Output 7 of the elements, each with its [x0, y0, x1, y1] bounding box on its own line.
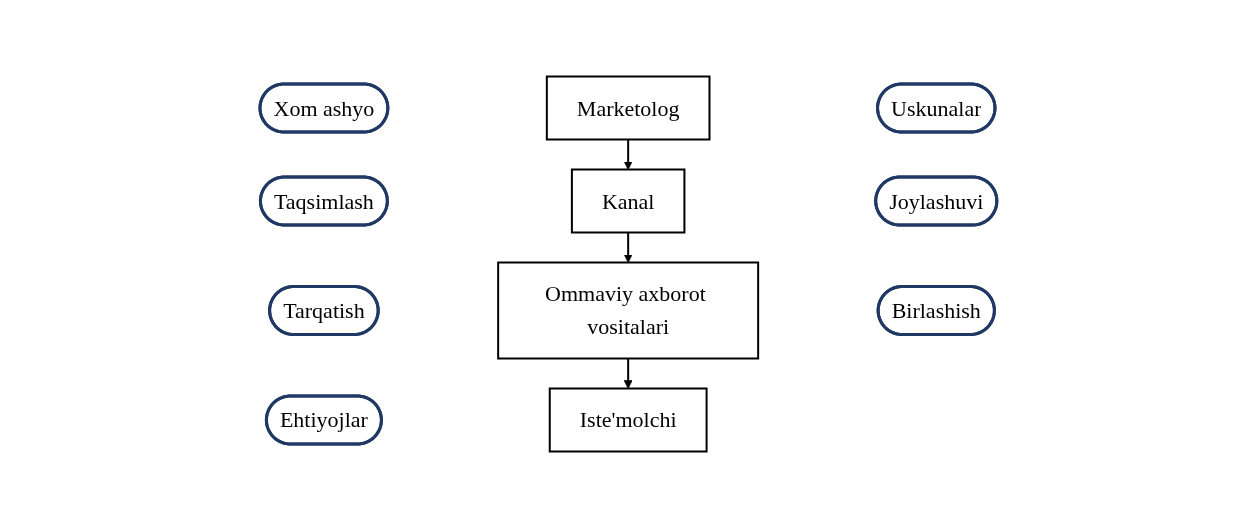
arrow — [623, 138, 633, 170]
arrow — [623, 357, 633, 389]
arrow — [623, 231, 633, 263]
node-box: Marketolog — [545, 75, 711, 140]
node-box: Iste'molchi — [548, 387, 708, 452]
node-box: Ommaviy axborot vositalari — [496, 261, 759, 359]
node-box: Kanal — [570, 168, 685, 233]
